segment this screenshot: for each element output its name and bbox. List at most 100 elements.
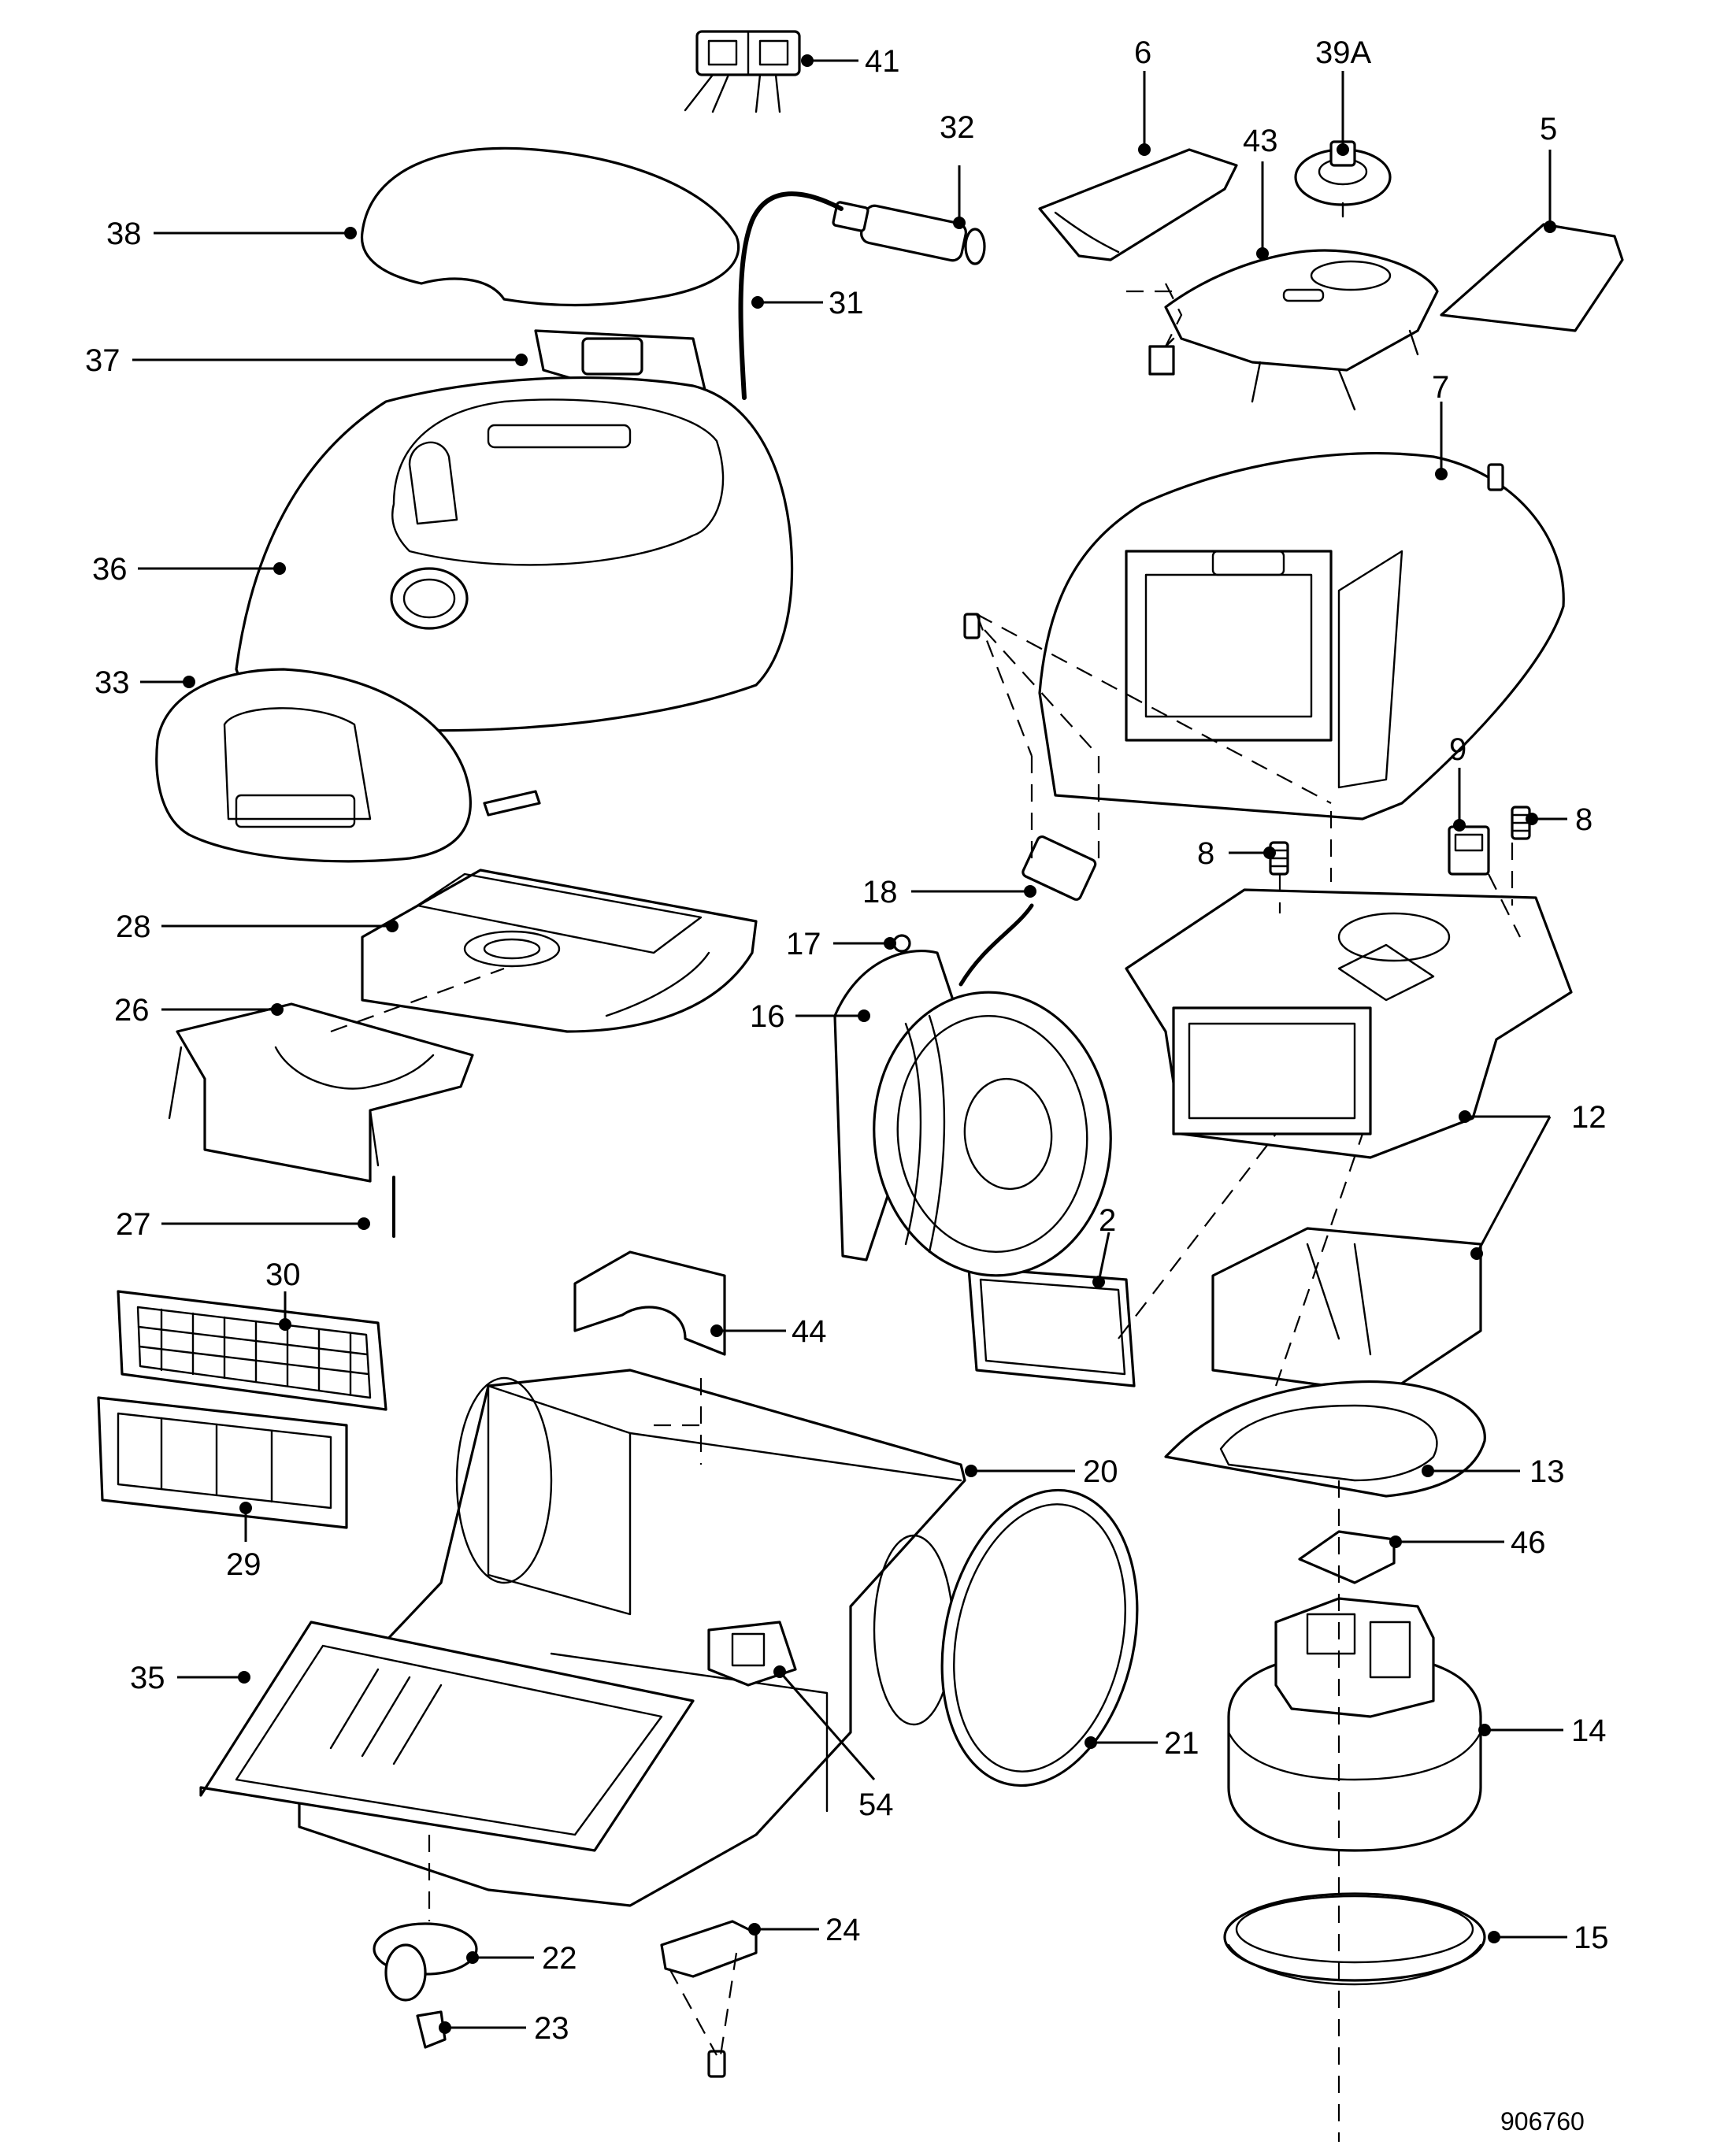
callout-5: 5 [1540,112,1557,233]
svg-text:29: 29 [226,1547,261,1582]
part-8-spring-b [1511,806,1531,840]
svg-text:15: 15 [1574,1921,1609,1955]
svg-text:13: 13 [1529,1454,1565,1489]
svg-text:36: 36 [92,552,128,587]
callout-29: 29 [226,1502,261,1582]
svg-text:20: 20 [1083,1454,1118,1489]
part-33-front-handle [155,668,472,863]
svg-text:31: 31 [829,286,864,320]
part-29-grille-filter [97,1396,348,1529]
part-26-bag-holder [168,1002,474,1183]
svg-text:8: 8 [1197,836,1214,871]
svg-text:54: 54 [858,1787,894,1822]
callout-43: 43 [1243,124,1278,260]
part-8-spring-a [1269,841,1289,876]
part-9-switch [1448,825,1490,876]
callout-2: 2 [1092,1203,1116,1288]
svg-text:38: 38 [106,217,142,251]
callout-18: 18 [862,875,1036,909]
callout-30: 30 [265,1258,301,1331]
svg-text:28: 28 [116,909,151,944]
part-35-bottom-tray [199,1621,695,1852]
part-13-gasket [1164,1380,1486,1498]
callout-13: 13 [1422,1454,1565,1489]
svg-text:7: 7 [1432,370,1449,405]
callout-38: 38 [106,217,357,251]
svg-text:27: 27 [116,1207,151,1242]
svg-text:16: 16 [750,999,785,1034]
part-43-cover-plate [1148,249,1439,411]
callout-39a: 39A [1315,35,1371,156]
svg-text:32: 32 [940,110,975,145]
svg-text:22: 22 [542,1941,577,1976]
part-54-clip [707,1621,797,1687]
svg-text:35: 35 [130,1661,165,1695]
callout-33: 33 [95,665,195,700]
svg-text:37: 37 [85,343,121,378]
callout-8b: 8 [1526,802,1592,837]
part-screw-7b [963,613,981,639]
svg-text:21: 21 [1164,1726,1199,1761]
part-24-bracket [660,1920,758,2078]
callout-20: 20 [965,1454,1118,1489]
part-7-upper-chassis [1038,452,1565,821]
callout-14: 14 [1478,1713,1607,1748]
part-6-top-cap [1038,148,1238,261]
callout-37: 37 [85,343,528,378]
callout-41: 41 [801,44,900,79]
callout-17: 17 [786,927,896,961]
svg-text:26: 26 [114,993,150,1028]
svg-text:17: 17 [786,927,821,961]
svg-text:30: 30 [265,1258,301,1292]
part-14-motor [1227,1597,1482,1852]
svg-text:41: 41 [865,44,900,79]
reference-number: 906760 [1500,2107,1585,2136]
callout-24: 24 [748,1913,861,1947]
callout-36: 36 [92,552,286,587]
svg-text:14: 14 [1571,1713,1607,1748]
callout-15: 15 [1488,1921,1609,1955]
part-30-front-grille [117,1290,387,1411]
part-44-duct [573,1250,726,1356]
part-drawings [97,30,1624,2142]
part-21-wheel [940,1488,1139,1787]
part-20-base-housing [298,1369,966,1907]
part-46-cap [1298,1530,1396,1584]
part-18-cord-plug [958,835,1097,987]
callout-23: 23 [439,2011,569,2046]
callout-12: 12 [1459,1100,1607,1260]
callout-6: 6 [1134,35,1151,156]
svg-text:44: 44 [792,1314,827,1349]
svg-text:33: 33 [95,665,130,700]
svg-text:46: 46 [1511,1525,1546,1560]
callout-28: 28 [116,909,399,944]
callout-16: 16 [750,999,870,1034]
part-31-cable [738,191,844,400]
part-16-cord-reel [833,950,1112,1277]
assembly-guide-lines [330,283,1521,2142]
part-5-side-flap [1440,223,1624,332]
callout-21: 21 [1085,1726,1199,1761]
svg-text:43: 43 [1243,124,1278,158]
callout-44: 44 [710,1314,827,1349]
part-28-filter-bag [361,869,758,1033]
callout-46: 46 [1389,1525,1546,1560]
svg-text:23: 23 [534,2011,569,2046]
callout-31: 31 [751,286,864,320]
part-41-connector [684,30,801,113]
svg-text:9: 9 [1449,732,1466,767]
callout-54: 54 [773,1665,894,1822]
part-15-ring [1223,1892,1486,1986]
svg-text:39A: 39A [1315,35,1371,70]
callout-26: 26 [114,993,284,1028]
callout-9: 9 [1449,732,1466,832]
part-screw-7 [1487,463,1504,491]
svg-text:5: 5 [1540,112,1557,146]
part-2-filter-frame [967,1266,1136,1387]
callouts: 41 32 6 39A 43 5 38 31 [85,35,1609,2046]
callout-35: 35 [130,1661,250,1695]
callout-27: 27 [116,1207,370,1242]
callout-22: 22 [466,1941,577,1976]
part-12-lower-chassis [1125,888,1573,1395]
svg-text:2: 2 [1099,1203,1116,1238]
